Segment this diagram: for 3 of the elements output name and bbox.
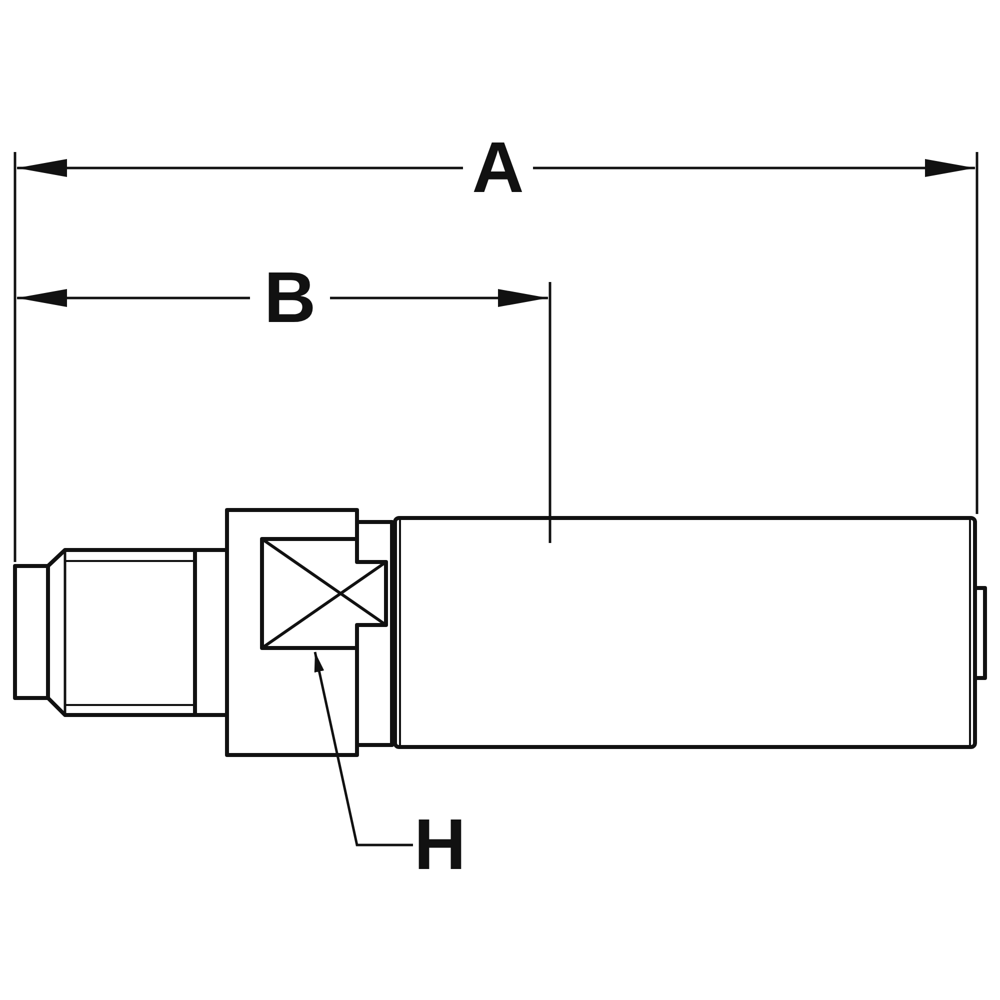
- callout-letter: H: [405, 800, 475, 890]
- wrench-flats-symbol: [260, 537, 388, 650]
- leader-line: [314, 652, 413, 846]
